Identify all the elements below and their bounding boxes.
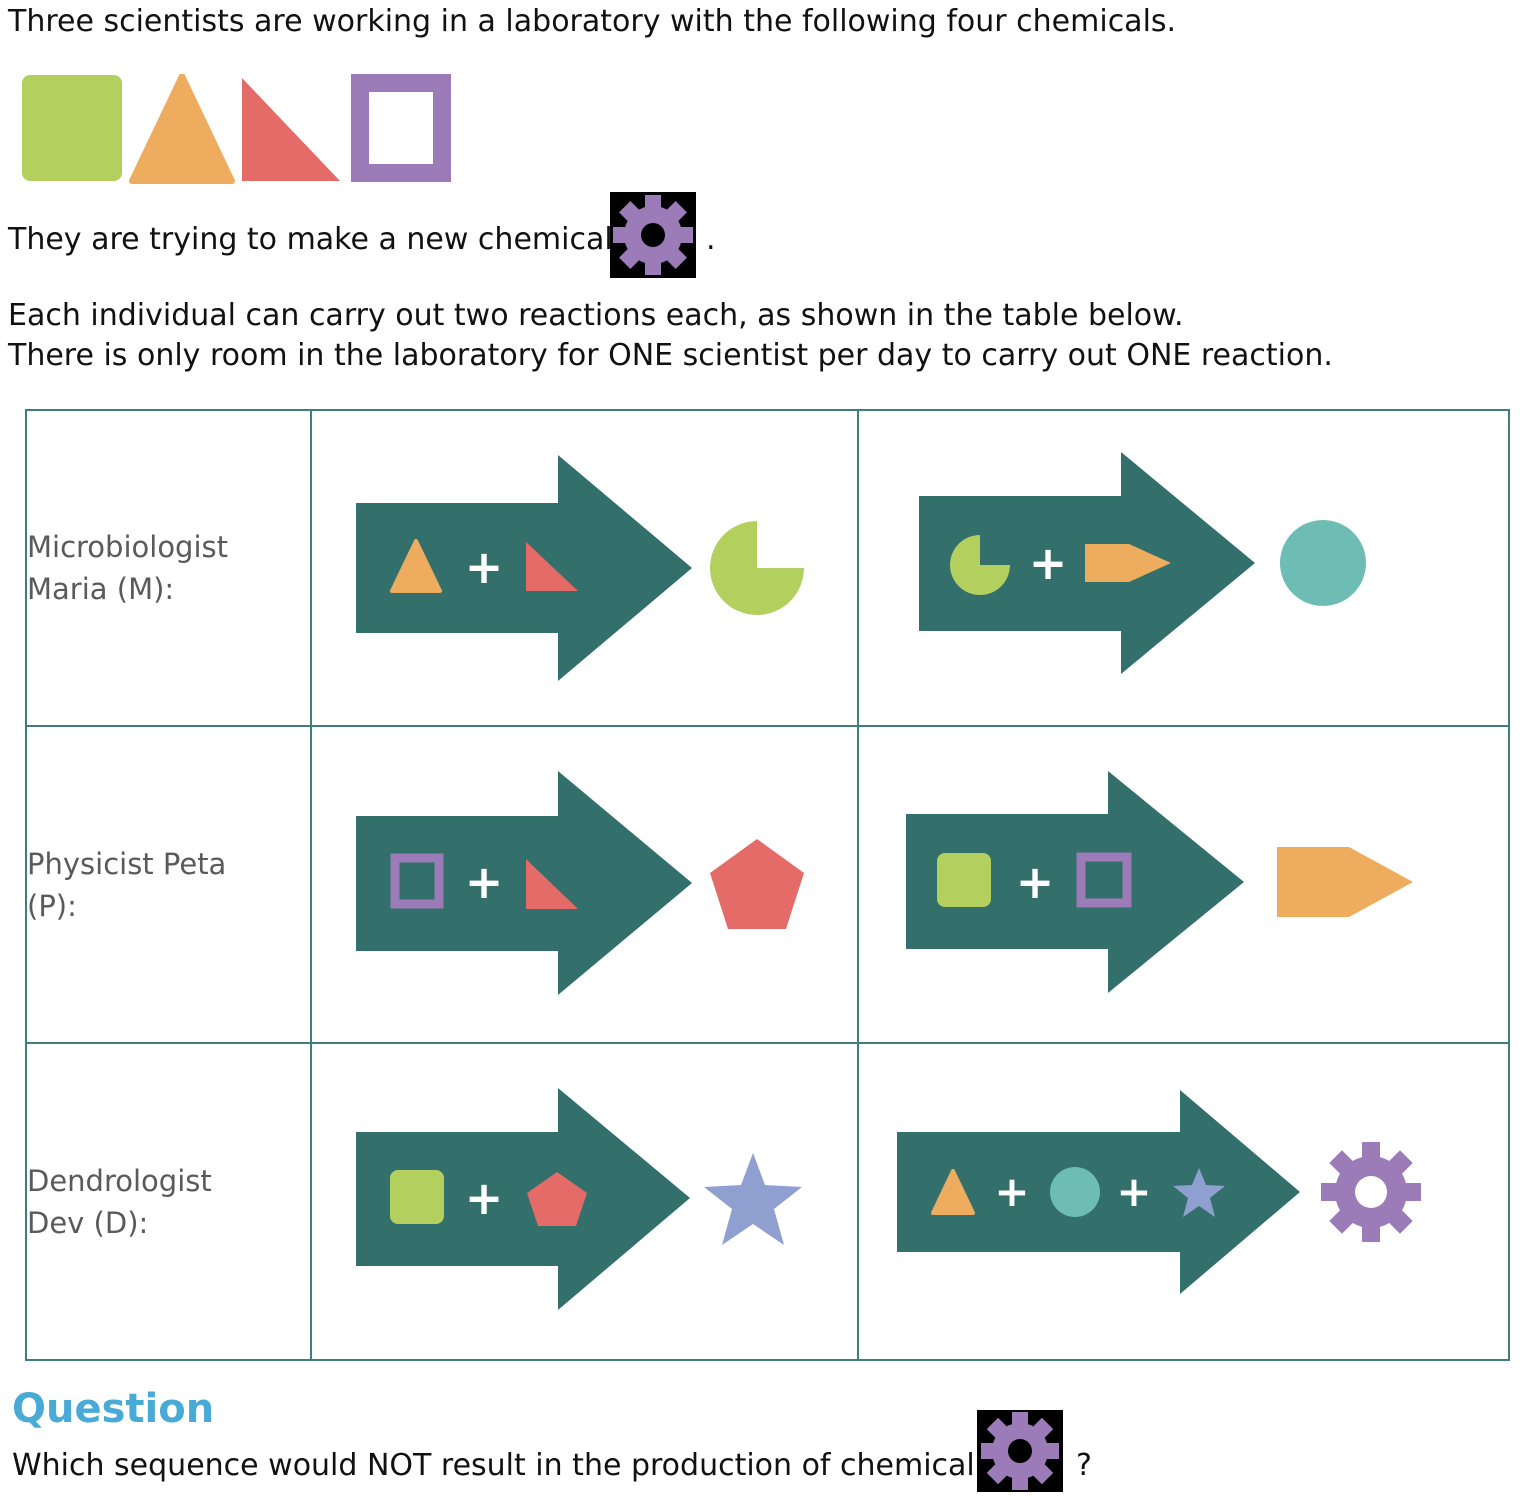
question-text: Which sequence would NOT result in the p… — [12, 1448, 975, 1483]
plus-sign: + — [1116, 1167, 1151, 1216]
green-pacman-icon — [950, 535, 1010, 595]
question-gear-icon — [977, 1410, 1063, 1492]
red-right-triangle-icon — [526, 542, 578, 591]
table-row-dev: Dendrologist Dev (D): + + + — [25, 1042, 1510, 1361]
intro-line-2: They are trying to make a new chemical — [8, 222, 613, 257]
starting-chemicals — [22, 73, 452, 184]
red-pentagon-icon — [527, 1172, 587, 1226]
reaction-arrow — [906, 771, 1244, 993]
orange-pentagon-arrow-icon — [1085, 544, 1171, 582]
target-chemical-gear-icon — [610, 192, 696, 278]
scientist-name-line2: Maria (M): — [27, 572, 175, 606]
scientist-name-line2: (P): — [27, 888, 77, 923]
plus-sign: + — [994, 1167, 1029, 1216]
reaction-arrow — [356, 455, 692, 681]
red-pentagon-icon — [710, 839, 804, 929]
blue-star-icon — [1173, 1168, 1225, 1217]
table-row-peta: Physicist Peta (P): + + — [25, 725, 1510, 1044]
scientist-peta: Physicist Peta (P): — [25, 725, 312, 1044]
teal-circle-icon — [1280, 520, 1366, 606]
scientist-name-line2: Dev (D): — [27, 1205, 149, 1240]
intro-line-2-period: . — [706, 222, 716, 257]
scientist-name-line1: Physicist Peta — [27, 846, 227, 881]
question-heading: Question — [12, 1386, 215, 1432]
intro-line-3: Each individual can carry out two reacti… — [8, 298, 1184, 333]
reaction-m1: + — [310, 409, 859, 727]
scientist-name-line1: Microbiologist — [27, 530, 229, 564]
orange-pentagon-arrow-icon — [1277, 847, 1413, 917]
teal-circle-icon — [1050, 1167, 1100, 1217]
red-right-triangle-icon — [526, 859, 578, 909]
green-pacman-icon — [710, 521, 804, 615]
question-mark: ? — [1076, 1448, 1092, 1483]
green-square-icon — [22, 75, 122, 181]
scientist-dev: Dendrologist Dev (D): — [25, 1042, 312, 1361]
orange-triangle-icon — [931, 1169, 975, 1215]
plus-sign: + — [465, 540, 504, 594]
scientist-maria: Microbiologist Maria (M): — [25, 409, 312, 727]
plus-sign: + — [465, 1171, 504, 1225]
purple-hollow-square-icon — [1076, 852, 1132, 908]
orange-triangle-icon — [129, 73, 235, 184]
reaction-arrow — [356, 1088, 690, 1310]
orange-triangle-icon — [390, 539, 442, 593]
intro-line-1: Three scientists are working in a labora… — [8, 4, 1177, 39]
reaction-p1: + — [310, 725, 859, 1044]
reaction-d2: + + — [857, 1042, 1510, 1361]
purple-hollow-square-icon — [390, 853, 444, 909]
plus-sign: + — [1016, 855, 1055, 909]
scientist-name-line1: Dendrologist — [27, 1163, 212, 1198]
reaction-m2: + — [857, 409, 1510, 727]
reactions-table: Microbiologist Maria (M): + + Physic — [25, 409, 1510, 1361]
blue-star-icon — [704, 1153, 802, 1245]
green-square-icon — [937, 853, 991, 907]
intro-line-4: There is only room in the laboratory for… — [8, 338, 1333, 373]
plus-sign: + — [465, 855, 504, 909]
purple-gear-icon — [1321, 1142, 1421, 1242]
table-row-maria: Microbiologist Maria (M): + + — [25, 409, 1510, 727]
plus-sign: + — [1029, 536, 1068, 590]
reaction-d1: + — [310, 1042, 859, 1361]
purple-hollow-square-icon — [351, 74, 451, 182]
red-right-triangle-icon — [242, 78, 340, 181]
reaction-p2: + — [857, 725, 1510, 1044]
reaction-arrow — [356, 771, 692, 995]
green-square-icon — [390, 1170, 444, 1224]
